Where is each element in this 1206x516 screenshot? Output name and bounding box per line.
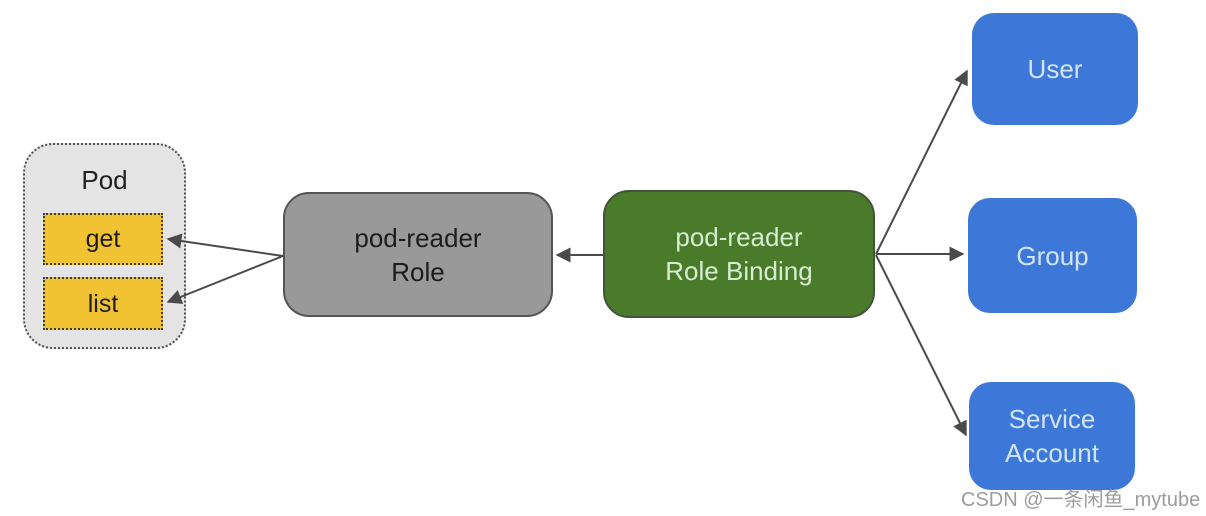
role-box: pod-reader Role bbox=[283, 192, 553, 317]
subject-service-account-label: Service Account bbox=[1005, 404, 1099, 468]
watermark-text: CSDN @一条闲鱼_mytube bbox=[961, 489, 1201, 511]
subject-box-user: User bbox=[972, 13, 1138, 125]
pod-verb-list-label: list bbox=[87, 289, 119, 318]
subject-user-label: User bbox=[1027, 54, 1083, 84]
role-label-line2: Role bbox=[391, 256, 445, 287]
arrow-binding-to-service-account bbox=[875, 254, 967, 437]
pod-group-container: Pod get list bbox=[23, 143, 186, 349]
subject-box-group: Group bbox=[968, 198, 1137, 313]
subject-box-service-account: Service Account bbox=[969, 382, 1135, 490]
pod-group-label: Pod bbox=[81, 165, 128, 195]
arrow-binding-to-user bbox=[875, 69, 968, 255]
pod-verb-get-label: get bbox=[85, 225, 121, 253]
pod-verb-list: list bbox=[43, 277, 163, 330]
role-binding-box: pod-reader Role Binding bbox=[603, 190, 875, 318]
subject-group-label: Group bbox=[1016, 240, 1089, 271]
pod-verb-get: get bbox=[43, 213, 163, 265]
role-label-line1: pod-reader bbox=[354, 222, 482, 253]
role-binding-label-line2: Role Binding bbox=[665, 256, 813, 286]
role-binding-label-line1: pod-reader bbox=[675, 222, 803, 252]
